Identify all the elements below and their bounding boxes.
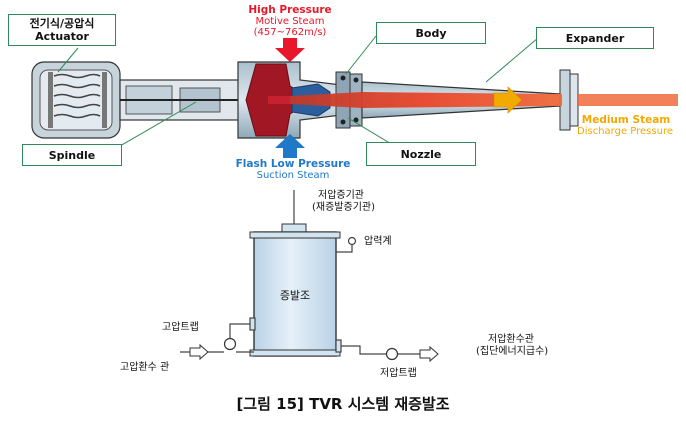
lp-trap-label: 저압트랩 [380,368,417,379]
motive-speed-text: (457~762m/s) [253,27,327,38]
lp-trap-icon [385,347,399,361]
lp-return-sub-label: (집단에너지급수) [476,346,549,357]
hp-inflow-arrow [189,343,209,361]
figure-caption: [그림 15] TVR 시스템 재증발조 [236,395,450,413]
suction-steam-text: Suction Steam [256,170,330,181]
lp-outflow-arrow [419,345,439,363]
lp-steam-pipe-sub-label: (재증발증기관) [312,202,376,213]
expander-label: Expander [536,27,654,49]
suction-steam-arrow [275,134,305,158]
flash-tank [253,231,337,357]
nozzle-label: Nozzle [366,142,476,166]
lp-return-line [335,339,420,355]
hp-trap-label: 고압트랩 [162,322,199,333]
motive-steam-arrow [275,38,305,62]
discharge-pressure-text: Discharge Pressure [577,126,673,137]
discharge-arrow [493,86,523,114]
pressure-gauge-label: 압력계 [364,236,392,247]
spindle-label: Spindle [22,144,122,166]
pressure-gauge [336,236,357,253]
hp-return-label: 고압환수 관 [120,362,170,373]
actuator-assembly [31,61,268,139]
flash-tank-label: 증발조 [279,289,311,302]
flash-title: Flash Low Pressure [235,158,351,170]
body-label: Body [376,22,486,44]
motive-steam-text: Motive Steam [255,16,325,27]
lp-steam-pipe-label: 저압증기관 [318,190,364,201]
hp-trap-icon [223,337,237,351]
lp-steam-pipe-cap [281,223,307,233]
lp-return-label: 저압환수관 [488,334,534,345]
actuator-label: 전기식/공압식 Actuator [8,14,116,46]
medium-steam-title: Medium Steam [581,114,671,126]
high-pressure-title: High Pressure [248,4,332,16]
medium-steam-flow [578,94,678,106]
